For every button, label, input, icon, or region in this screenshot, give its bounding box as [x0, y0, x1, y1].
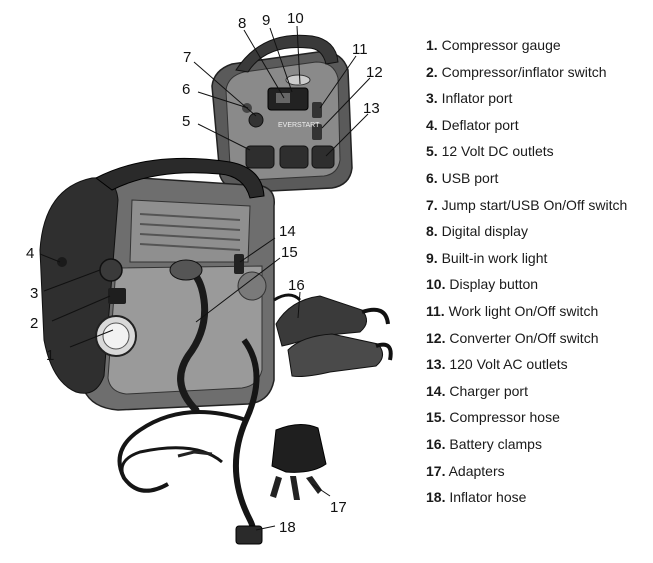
- inflator-hose-illustration: [117, 338, 263, 545]
- legend-item-number: 16.: [426, 435, 446, 452]
- legend-item: 6. USB port: [426, 167, 651, 194]
- legend-item: 14. Charger port: [426, 380, 651, 407]
- legend-item-label: Digital display: [441, 223, 528, 240]
- legend-item-label: Jump start/USB On/Off switch: [441, 196, 628, 213]
- legend-item-number: 4.: [426, 116, 438, 133]
- battery-clamps-illustration: [273, 293, 393, 377]
- legend-item-label: Compressor/inflator switch: [441, 63, 607, 80]
- callout-15: 15: [281, 244, 298, 261]
- legend-item: 11. Work light On/Off switch: [426, 300, 651, 327]
- callout-17: 17: [330, 499, 347, 516]
- callout-3: 3: [30, 285, 38, 302]
- callout-10: 10: [287, 10, 304, 27]
- legend-item-number: 8.: [426, 223, 438, 240]
- legend-item-number: 2.: [426, 63, 438, 80]
- legend-item-number: 1.: [426, 37, 438, 53]
- callout-18: 18: [279, 519, 296, 536]
- legend-item: 2. Compressor/inflator switch: [426, 61, 651, 88]
- legend-item-label: Built-in work light: [441, 249, 548, 266]
- legend-item-label: Battery clamps: [449, 435, 542, 452]
- legend-item-label: 12 Volt DC outlets: [441, 143, 554, 160]
- legend-item-number: 13.: [426, 356, 446, 373]
- legend-item-label: Inflator hose: [449, 489, 527, 506]
- callout-13: 13: [363, 100, 380, 117]
- legend-item-label: Adapters: [448, 462, 505, 479]
- legend-item-label: Converter On/Off switch: [449, 329, 599, 346]
- legend-item: 4. Deflator port: [426, 114, 651, 141]
- legend-item-number: 5.: [426, 143, 438, 160]
- legend-item-number: 17.: [426, 462, 446, 479]
- callout-7: 7: [183, 49, 191, 66]
- legend-item: 7. Jump start/USB On/Off switch: [426, 194, 651, 221]
- legend-item: 5. 12 Volt DC outlets: [426, 140, 651, 167]
- callout-5: 5: [182, 113, 190, 130]
- legend-item: 13. 120 Volt AC outlets: [426, 353, 651, 380]
- legend-item: 17. Adapters: [426, 460, 651, 487]
- callout-8: 8: [238, 15, 246, 32]
- legend-item: 1. Compressor gauge: [426, 34, 651, 61]
- legend-item-label: Compressor hose: [449, 409, 560, 426]
- legend-item-label: Charger port: [449, 382, 528, 399]
- legend-item-number: 10.: [426, 276, 446, 293]
- callout-16: 16: [288, 277, 305, 294]
- legend-item-number: 6.: [426, 169, 438, 186]
- legend-item-label: Display button: [449, 276, 539, 293]
- callout-4: 4: [26, 245, 34, 262]
- callout-11: 11: [352, 41, 368, 58]
- legend-item-number: 9.: [426, 249, 438, 266]
- main-unit-illustration: [39, 157, 275, 414]
- legend-item-number: 12.: [426, 329, 446, 346]
- legend-item: 15. Compressor hose: [426, 406, 651, 433]
- legend-item-number: 11.: [426, 302, 445, 319]
- legend-item-label: 120 Volt AC outlets: [449, 356, 568, 373]
- legend-item-label: USB port: [441, 169, 499, 186]
- legend-item-number: 14.: [426, 382, 446, 399]
- legend-item-number: 3.: [426, 90, 438, 107]
- legend-item-label: Inflator port: [441, 90, 513, 107]
- callout-6: 6: [182, 81, 190, 98]
- legend-item: 9. Built-in work light: [426, 247, 651, 274]
- adapters-illustration: [270, 424, 327, 500]
- legend-item: 18. Inflator hose: [426, 486, 651, 513]
- legend-item: 12. Converter On/Off switch: [426, 327, 651, 354]
- callout-14: 14: [279, 223, 296, 240]
- legend-item-label: Deflator port: [441, 116, 519, 133]
- callout-numbers: 1 2 3 4 5 6 7 8 9 10 11 12 13 14 15 16 1…: [26, 10, 383, 536]
- legend-item-number: 15.: [426, 409, 446, 426]
- legend-item-label: Work light On/Off switch: [448, 302, 599, 319]
- legend-item-label: Compressor gauge: [441, 37, 561, 53]
- legend-item-number: 18.: [426, 489, 446, 506]
- legend-item-number: 7.: [426, 196, 438, 213]
- legend-item: 16. Battery clamps: [426, 433, 651, 460]
- legend-item: 3. Inflator port: [426, 87, 651, 114]
- leader-lines: [39, 25, 371, 531]
- callout-9: 9: [262, 12, 270, 29]
- product-diagram: EVERSTART: [26, 10, 393, 545]
- legend-item: 8. Digital display: [426, 220, 651, 247]
- callout-2: 2: [30, 315, 38, 332]
- legend-item: 10. Display button: [426, 273, 651, 300]
- callout-1: 1: [46, 347, 54, 364]
- callout-12: 12: [366, 64, 383, 81]
- brand-mark: EVERSTART: [278, 122, 320, 129]
